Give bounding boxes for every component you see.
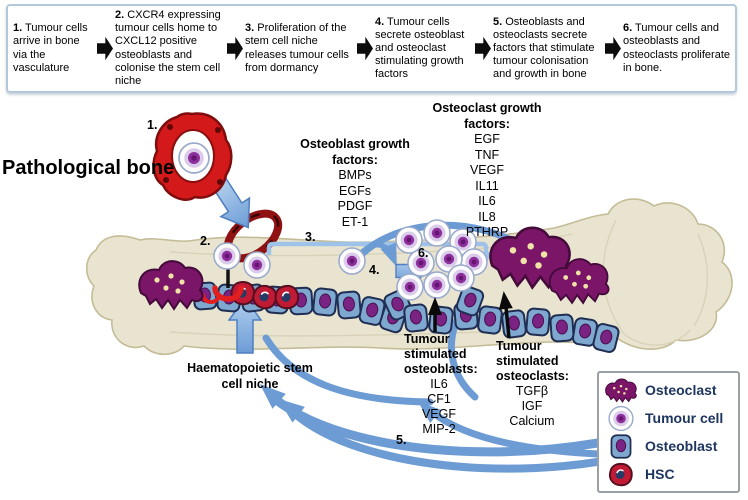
osteoblast-growth-factors-title: Osteoblast growth factors: [300, 137, 410, 167]
marker-1: 1. [147, 118, 158, 132]
list-item: CF1 [427, 392, 451, 406]
flow-step-4-number: 4. [375, 15, 385, 28]
flow-step-2: 2. CXCR4 expressing tumour cells home to… [115, 9, 225, 88]
flow-step-3-text: Proliferation of the stem cell niche rel… [245, 22, 349, 74]
list-item: Calcium [509, 414, 555, 428]
tumour-stimulated-osteoblasts-list: Tumour stimulated osteoblasts: IL6 CF1 V… [404, 332, 478, 437]
legend-label: Osteoclast [645, 382, 717, 398]
flow-step-5-number: 5. [493, 15, 503, 28]
legend-box: Osteoclast Tumour cell Osteoblast HSC [597, 371, 740, 493]
list-item: ET-1 [341, 214, 369, 229]
flow-step-3-number: 3. [245, 22, 255, 35]
arrow-swoosh-bottom-3 [412, 395, 602, 458]
legend-label: Osteoblast [645, 438, 718, 454]
flow-step-5-text: Osteoblasts and osteoclasts secrete fact… [493, 15, 595, 81]
legend-item-hsc: HSC [604, 461, 733, 488]
legend-item-osteoblast: Osteoblast [604, 433, 733, 460]
flow-step-2-number: 2. [115, 8, 125, 21]
arrow-black-osteoblasts [428, 297, 442, 332]
flow-step-5: 5. Osteoblasts and osteoclasts secrete f… [493, 16, 603, 82]
list-item: PDGF [337, 199, 373, 213]
marker-5: 5. [396, 433, 407, 447]
diagram-title: Pathological bone [2, 157, 175, 179]
marker-2: 2. [200, 234, 211, 248]
legend-label: Tumour cell [645, 410, 724, 426]
list-item: IL11 [475, 178, 499, 193]
list-item: BMPs [338, 168, 372, 182]
list-item: EGFs [339, 183, 371, 198]
flow-step-2-text: CXCR4 expressing tumour cells home to CX… [115, 8, 221, 87]
hsc-icon [608, 462, 633, 486]
list-item: IL8 [478, 209, 496, 224]
flow-step-6-number: 6. [623, 22, 633, 35]
flow-arrow-icon [227, 36, 243, 61]
list-item: EGF [474, 132, 500, 146]
osteoblast-growth-factors-list: Osteoblast growth factors: BMPs EGFs PDG… [300, 137, 410, 230]
flow-arrow-icon [357, 36, 373, 61]
marker-4: 4. [369, 263, 380, 277]
osteoclast-growth-factors-list: Osteoclast growth factors: EGF TNF VEGF … [430, 101, 544, 241]
list-item: IGF [521, 399, 543, 413]
list-item: IL6 [478, 194, 496, 208]
osteoblast-icon [610, 433, 632, 459]
flow-arrow-icon [97, 36, 113, 61]
flow-arrow-icon [605, 36, 621, 61]
blood-vessel-1 [152, 112, 233, 201]
flow-step-1-number: 1. [13, 22, 23, 35]
list-item: IL6 [430, 377, 448, 391]
flow-step-4-text: Tumour cells secrete osteoblast and oste… [375, 15, 465, 81]
arrow-down-into-bone [211, 176, 251, 229]
legend-label: HSC [645, 466, 675, 482]
flow-step-6-text: Tumour cells and osteoblasts and osteocl… [623, 22, 730, 74]
legend-item-osteoclast: Osteoclast [604, 377, 733, 404]
arrow-black-osteoclasts [496, 290, 513, 339]
flow-step-4: 4. Tumour cells secrete osteoblast and o… [375, 16, 473, 82]
flow-step-6: 6. Tumour cells and osteoblasts and oste… [623, 22, 731, 75]
flowchart-box: 1. Tumour cells arrive in bone via the v… [6, 4, 737, 93]
list-item: TGFβ [515, 384, 549, 398]
osteoclast-growth-factors-title: Osteoclast growth factors: [432, 101, 542, 131]
tumour-stimulated-osteoclasts-list: Tumour stimulated osteoclasts: TGFβ IGF … [496, 339, 569, 429]
tumour-cell-released [338, 247, 366, 275]
flow-step-1: 1. Tumour cells arrive in bone via the v… [13, 22, 95, 75]
flow-step-3: 3. Proliferation of the stem cell niche … [245, 22, 355, 75]
arrow-curve-down-from-niche [262, 334, 434, 406]
flow-step-1-text: Tumour cells arrive in bone via the vasc… [13, 22, 88, 74]
marker-6: 6. [418, 246, 429, 260]
flow-arrow-icon [475, 36, 491, 61]
tumour-cell-icon [608, 405, 634, 431]
list-item: MIP-2 [422, 422, 456, 436]
marker-3: 3. [305, 230, 316, 244]
tumour-stimulated-osteoclasts-title: Tumour stimulated osteoclasts: [496, 339, 569, 383]
legend-item-tumour-cell: Tumour cell [604, 405, 733, 432]
tumour-stimulated-osteoblasts-title: Tumour stimulated osteoblasts: [404, 332, 478, 376]
list-item: PTHRP [465, 225, 509, 239]
list-item: TNF [474, 147, 500, 162]
list-item: VEGF [469, 163, 505, 177]
osteoclast-icon [605, 377, 637, 403]
list-item: VEGF [421, 407, 457, 421]
hsc-niche-label: Haematopoietic stem cell niche [187, 361, 313, 391]
